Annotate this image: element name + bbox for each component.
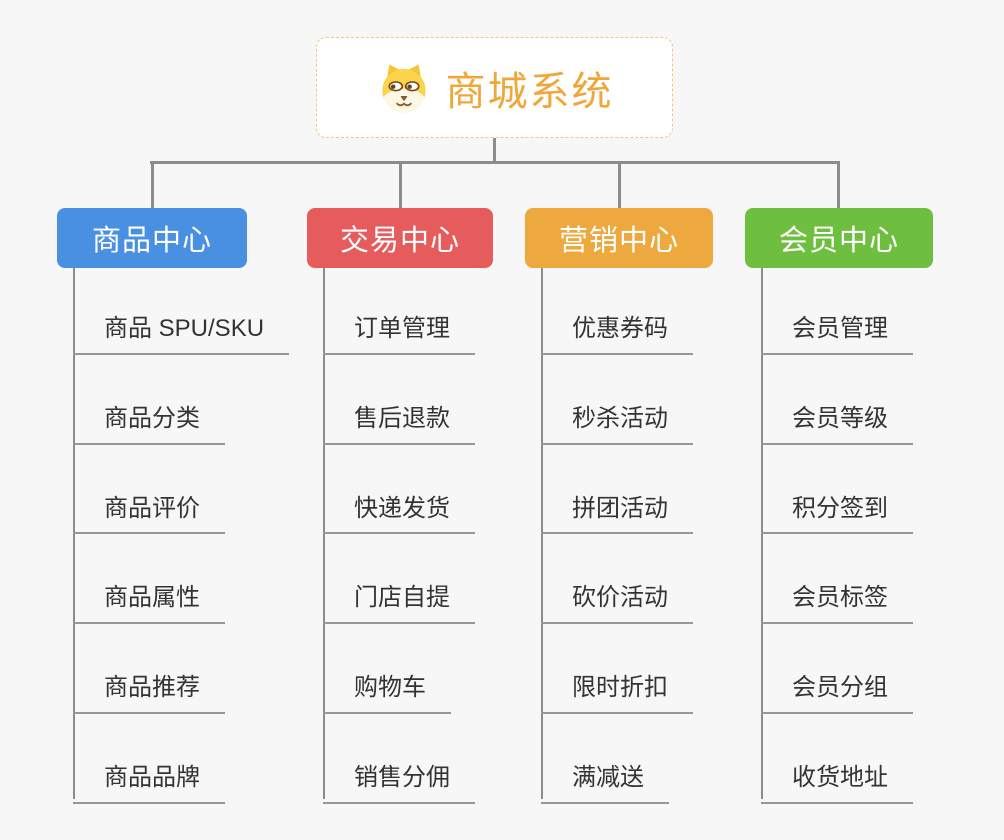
branch-label: 会员中心 (778, 225, 899, 257)
leaf-node[interactable]: 订单管理 (323, 315, 475, 355)
leaf-node[interactable]: 优惠券码 (541, 315, 693, 355)
leaf-node[interactable]: 购物车 (323, 674, 451, 714)
leaf-node[interactable]: 商品品牌 (73, 764, 225, 804)
leaf-node[interactable]: 商品分类 (73, 405, 225, 445)
leaf-node[interactable]: 会员标签 (761, 584, 913, 625)
leaf-node[interactable]: 门店自提 (323, 584, 475, 625)
leaf-node[interactable]: 会员分组 (761, 674, 913, 714)
leaf-node[interactable]: 商品评价 (73, 495, 225, 535)
leaf-node[interactable]: 拼团活动 (541, 495, 693, 535)
branch-node-marketing-center[interactable]: 营销中心 (525, 208, 713, 268)
leaf-node[interactable]: 销售分佣 (323, 764, 475, 804)
root-title: 商城系统 (445, 69, 614, 114)
branch-node-trade-center[interactable]: 交易中心 (307, 208, 493, 268)
leaf-node[interactable]: 会员等级 (761, 405, 913, 445)
leaf-node[interactable]: 限时折扣 (541, 674, 693, 714)
leaf-node[interactable]: 售后退款 (323, 405, 475, 445)
branch-rail-connector (150, 161, 839, 164)
branch-drop-connector (837, 161, 840, 208)
leaf-node[interactable]: 商品属性 (73, 584, 225, 625)
branch-node-product-center[interactable]: 商品中心 (57, 208, 247, 268)
leaf-node[interactable]: 商品 SPU/SKU (73, 315, 290, 355)
leaf-column-marketing-center: 优惠券码秒杀活动拼团活动砍价活动限时折扣满减送 (541, 268, 693, 804)
leaf-node[interactable]: 收货地址 (761, 764, 913, 804)
branch-drop-connector (151, 161, 154, 208)
branch-label: 商品中心 (91, 225, 212, 257)
root-node[interactable]: 商城系统 (316, 37, 673, 138)
branch-label: 交易中心 (339, 225, 460, 257)
leaf-node[interactable]: 积分签到 (761, 495, 913, 535)
leaf-column-product-center: 商品 SPU/SKU 商品分类商品评价商品属性商品推荐商品品牌 (73, 268, 290, 804)
leaf-node[interactable]: 商品推荐 (73, 674, 225, 714)
leaf-column-trade-center: 订单管理售后退款快递发货门店自提购物车销售分佣 (323, 268, 475, 804)
branch-drop-connector (399, 161, 402, 208)
branch-drop-connector (618, 161, 621, 208)
root-stem-connector (493, 138, 496, 163)
leaf-node[interactable]: 秒杀活动 (541, 405, 693, 445)
branch-node-member-center[interactable]: 会员中心 (745, 208, 933, 268)
shiba-dog-icon (376, 62, 432, 114)
branch-label: 营销中心 (558, 225, 679, 257)
leaf-node[interactable]: 会员管理 (761, 315, 913, 355)
leaf-node[interactable]: 快递发货 (323, 495, 475, 535)
leaf-node[interactable]: 砍价活动 (541, 584, 693, 625)
leaf-node[interactable]: 满减送 (541, 764, 669, 804)
leaf-column-member-center: 会员管理会员等级积分签到会员标签会员分组收货地址 (761, 268, 913, 804)
